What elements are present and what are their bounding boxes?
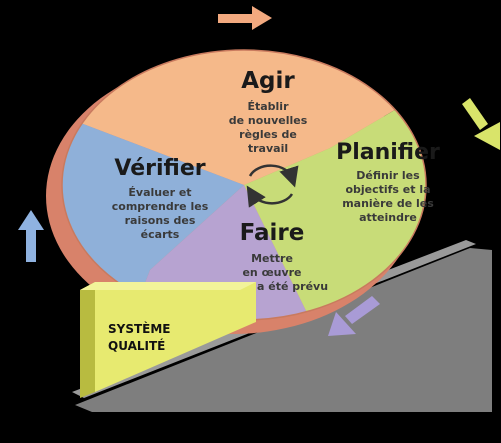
blue-arrow-icon bbox=[18, 210, 44, 262]
wedge-line-1: SYSTÈME bbox=[108, 321, 171, 336]
verifier-line-2: comprendre les bbox=[112, 200, 209, 213]
planifier-title: Planifier bbox=[336, 140, 440, 165]
planifier-line-4: atteindre bbox=[359, 211, 417, 224]
agir-line-4: travail bbox=[248, 142, 288, 155]
ramp bbox=[75, 248, 492, 412]
faire-line-1: Mettre bbox=[251, 252, 293, 265]
agir-line-1: Établir bbox=[247, 100, 289, 113]
planifier-line-2: objectifs et la bbox=[345, 183, 430, 196]
wedge-line-2: QUALITÉ bbox=[108, 338, 165, 353]
verifier-title: Vérifier bbox=[114, 156, 205, 181]
quality-system-wedge bbox=[80, 282, 256, 398]
agir-line-3: règles de bbox=[239, 128, 297, 141]
yellow-arrow-icon bbox=[462, 98, 500, 150]
verifier-line-4: écarts bbox=[141, 228, 180, 241]
verifier-line-1: Évaluer et bbox=[128, 186, 191, 199]
verifier-line-3: raisons des bbox=[125, 214, 196, 227]
agir-line-2: de nouvelles bbox=[229, 114, 308, 127]
orange-arrow-icon bbox=[218, 6, 272, 30]
quadrant-verifier bbox=[62, 100, 244, 320]
faire-line-2: en œuvre bbox=[242, 266, 301, 279]
planifier-line-1: Définir les bbox=[356, 169, 420, 182]
quadrant-agir bbox=[62, 50, 426, 185]
planifier-line-3: manière de les bbox=[342, 197, 434, 210]
faire-title: Faire bbox=[240, 220, 305, 246]
purple-arrow-icon bbox=[328, 296, 380, 336]
cycle-arrows-icon bbox=[246, 164, 299, 208]
agir-title: Agir bbox=[241, 68, 295, 94]
